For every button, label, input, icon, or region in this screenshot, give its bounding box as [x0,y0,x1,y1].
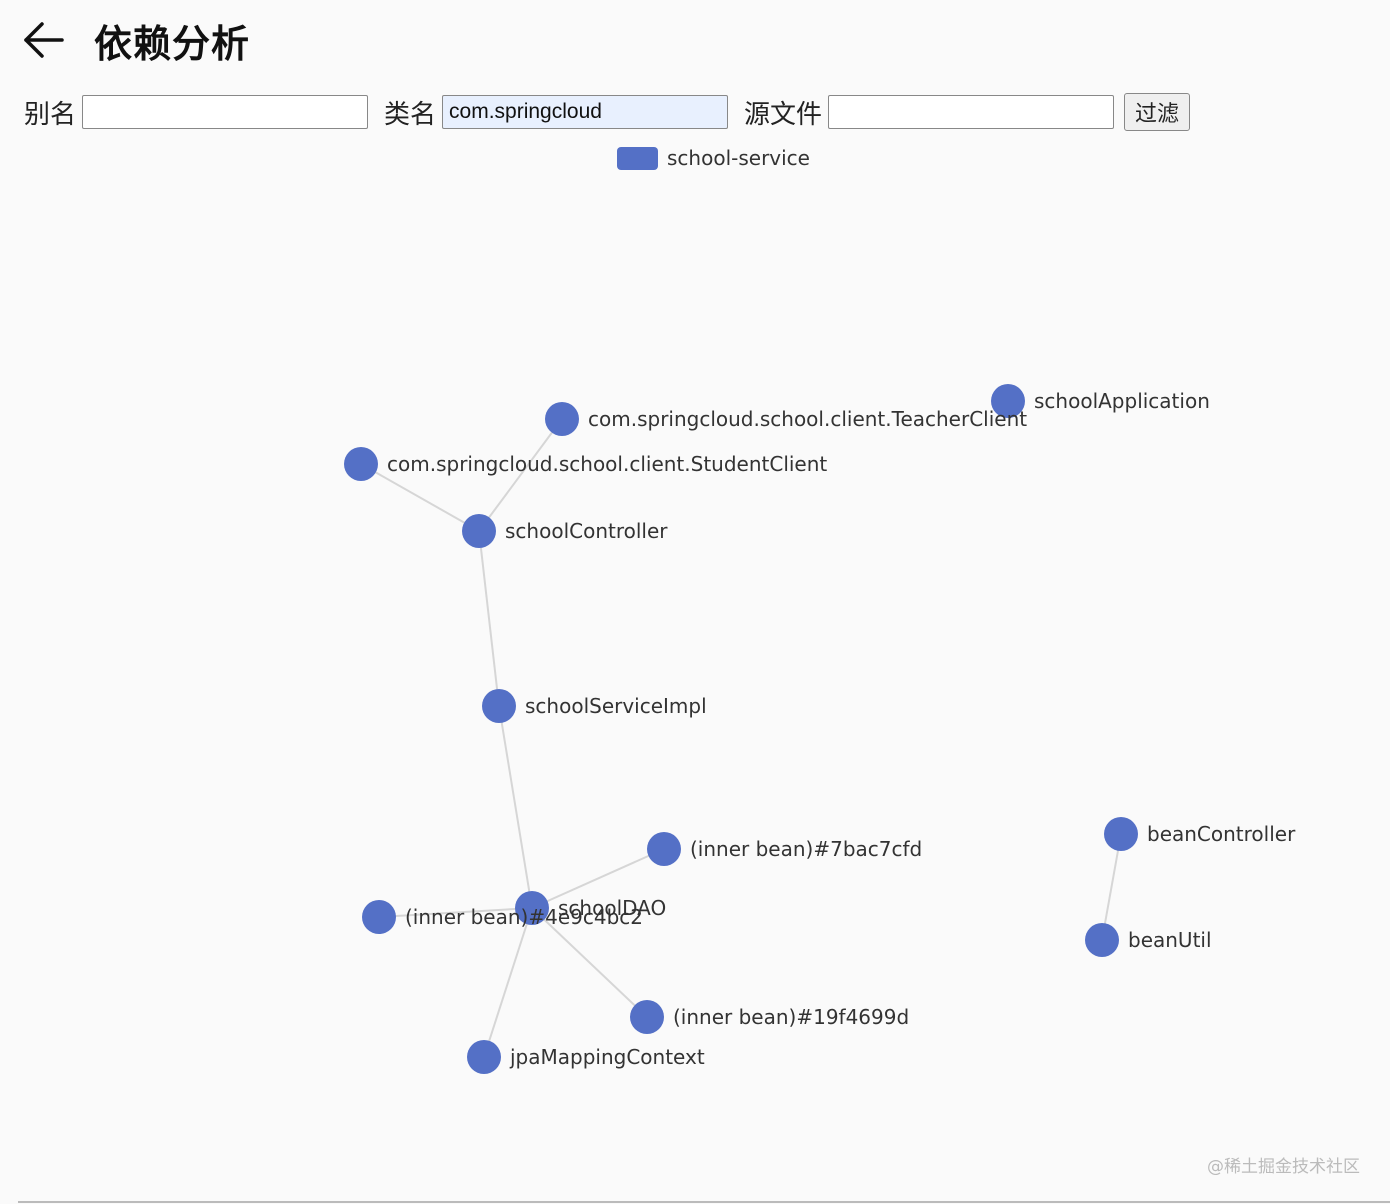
graph-node-beanUtil[interactable]: beanUtil [1085,923,1212,957]
graph-node-schoolDAO[interactable]: schoolDAO [515,891,666,925]
node-circle[interactable] [647,832,681,866]
graph-nodes: schoolApplication com.springcloud.school.… [344,384,1296,1074]
edge-schoolController-schoolServiceImpl [478,530,500,707]
graph-node-schoolServiceImpl[interactable]: schoolServiceImpl [482,689,707,723]
legend-label: school-service [667,146,810,170]
graph-node-inner19f4[interactable]: (inner bean)#19f4699d [630,1000,909,1034]
node-label: schoolDAO [558,896,666,920]
graph-edges [360,418,1122,1058]
graph-node-beanController[interactable]: beanController [1104,817,1296,851]
node-circle[interactable] [344,447,378,481]
node-label: jpaMappingContext [509,1045,705,1069]
graph-node-schoolController[interactable]: schoolController [462,514,668,548]
source-file-label: 源文件 [744,99,823,130]
graph-node-inner7bac[interactable]: (inner bean)#7bac7cfd [647,832,922,866]
class-name-label: 类名 [384,99,437,130]
node-circle[interactable] [630,1000,664,1034]
graph-node-schoolApplication[interactable]: schoolApplication [991,384,1210,418]
edge-schoolDAO-inner19f4 [531,907,648,1018]
node-label: schoolServiceImpl [525,694,707,718]
filter-bar: 别名 类名 源文件 过滤 [24,92,1191,132]
node-label: (inner bean)#7bac7cfd [690,837,922,861]
arrow-left-icon[interactable] [22,18,66,62]
node-circle[interactable] [545,402,579,436]
legend-swatch [617,146,658,170]
page-title: 依赖分析 [94,21,251,66]
alias-label: 别名 [24,99,77,130]
node-label: (inner bean)#19f4699d [673,1005,909,1029]
alias-input[interactable] [82,95,369,129]
bottom-divider [18,1201,1390,1203]
edge-teacherClient-schoolController [478,418,563,532]
node-label: schoolApplication [1034,389,1210,413]
graph-node-inner4e9c[interactable]: (inner bean)#4e9c4bc2 [362,900,643,934]
filter-button[interactable]: 过滤 [1124,93,1191,131]
node-circle[interactable] [462,514,496,548]
node-circle[interactable] [1104,817,1138,851]
node-label: (inner bean)#4e9c4bc2 [405,905,643,929]
class-name-input[interactable] [442,95,729,129]
node-label: schoolController [505,519,668,543]
node-circle[interactable] [515,891,549,925]
graph-node-studentClient[interactable]: com.springcloud.school.client.StudentCli… [344,447,827,481]
page-header: 依赖分析 [22,14,250,66]
node-label: beanController [1147,822,1296,846]
node-label: com.springcloud.school.client.TeacherCli… [588,407,1027,431]
node-label: beanUtil [1128,928,1212,952]
node-label: com.springcloud.school.client.StudentCli… [387,452,827,476]
node-circle[interactable] [467,1040,501,1074]
edge-schoolDAO-inner7bac [531,848,665,909]
watermark: @稀土掘金技术社区 [1207,1157,1360,1177]
source-file-input[interactable] [828,95,1115,129]
node-circle[interactable] [1085,923,1119,957]
edge-studentClient-schoolController [360,463,480,532]
edge-schoolDAO-inner4e9c [378,907,533,918]
node-circle[interactable] [482,689,516,723]
edge-schoolDAO-jpaMappingContext [483,907,533,1058]
node-circle[interactable] [362,900,396,934]
edge-beanController-beanUtil [1101,833,1122,941]
graph-node-teacherClient[interactable]: com.springcloud.school.client.TeacherCli… [545,402,1027,436]
graph-node-jpaMappingContext[interactable]: jpaMappingContext [467,1040,705,1074]
edge-schoolServiceImpl-schoolDAO [498,705,533,909]
node-circle[interactable] [991,384,1025,418]
legend[interactable]: school-service [617,146,810,170]
